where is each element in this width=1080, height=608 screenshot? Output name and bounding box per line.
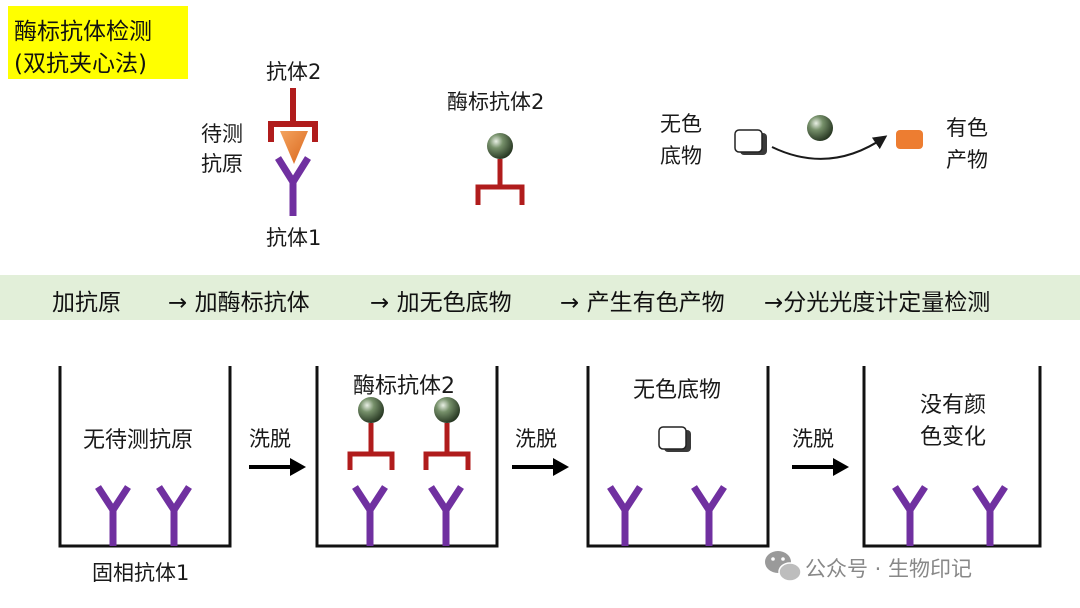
title-line-2: (双抗夹心法) [14,51,147,77]
well-1-antibody1-a-icon [95,485,131,546]
well-1-label: 无待测抗原 [83,428,194,453]
step-5: →分光光度计定量检测 [764,290,991,316]
well-3-antibody1-b-icon [691,485,727,546]
well-4-label-1: 没有颜 [920,393,987,418]
antibody1-label: 抗体1 [266,226,322,250]
legend-antigen-icon [280,131,308,164]
wash-label-2: 洗脱 [515,427,557,451]
legend-colorless-substrate-icon [734,129,767,155]
title-box: 酶标抗体检测 (双抗夹心法) [8,6,188,79]
step-2: → 加酶标抗体 [168,290,310,316]
colored-product-label-2: 产物 [946,148,988,172]
legend-colored-product-icon [896,130,923,149]
wash-arrow-2-icon [512,458,569,476]
well-4-antibody1-a-icon [892,485,928,546]
well-3 [586,366,770,548]
colorless-substrate-label-1: 无色 [660,112,702,136]
wash-arrow-1-icon [249,458,306,476]
well-2-antibody1-b-icon [428,485,464,546]
title-line-1: 酶标抗体检测 [14,19,152,45]
well-3-colorless-substrate-icon [658,426,691,452]
well-2 [315,366,499,548]
legend-enzyme-icon [807,115,833,141]
wash-arrow-3-icon [792,458,849,476]
legend-enzyme-antibody2-icon [475,133,525,205]
legend-antibody2-icon [268,88,318,142]
enzyme-antibody2-label: 酶标抗体2 [447,90,545,114]
antigen-label-1: 待测 [201,122,243,146]
legend-antibody1-icon [275,156,311,216]
antigen-label-2: 抗原 [201,152,243,176]
solid-phase-antibody1-label: 固相抗体1 [92,561,190,585]
well-2-label: 酶标抗体2 [353,374,455,399]
step-4: → 产生有色产物 [560,290,725,316]
colorless-substrate-label-2: 底物 [660,144,702,168]
wash-label-3: 洗脱 [792,427,834,451]
step-1: 加抗原 [52,290,121,316]
watermark-wechat-icon [765,551,802,582]
well-3-antibody1-a-icon [607,485,643,546]
well-1 [58,366,232,548]
well-1-antibody1-b-icon [156,485,192,546]
colored-product-label-1: 有色 [946,116,988,140]
watermark-text: 公众号 · 生物印记 [805,557,973,581]
well-4-antibody1-b-icon [972,485,1008,546]
wash-label-1: 洗脱 [249,427,291,451]
reaction-arrow-icon [771,135,888,160]
well-2-enzyme-antibody2-a-icon [347,397,395,470]
well-2-enzyme-antibody2-b-icon [423,397,471,470]
process-band: 加抗原 → 加酶标抗体 → 加无色底物 → 产生有色产物 →分光光度计定量检测 [0,275,1080,320]
well-4 [862,366,1042,548]
well-3-label: 无色底物 [633,378,722,403]
well-4-label-2: 色变化 [920,425,987,450]
antibody2-label: 抗体2 [266,60,322,84]
well-2-antibody1-a-icon [352,485,388,546]
step-3: → 加无色底物 [370,290,512,316]
